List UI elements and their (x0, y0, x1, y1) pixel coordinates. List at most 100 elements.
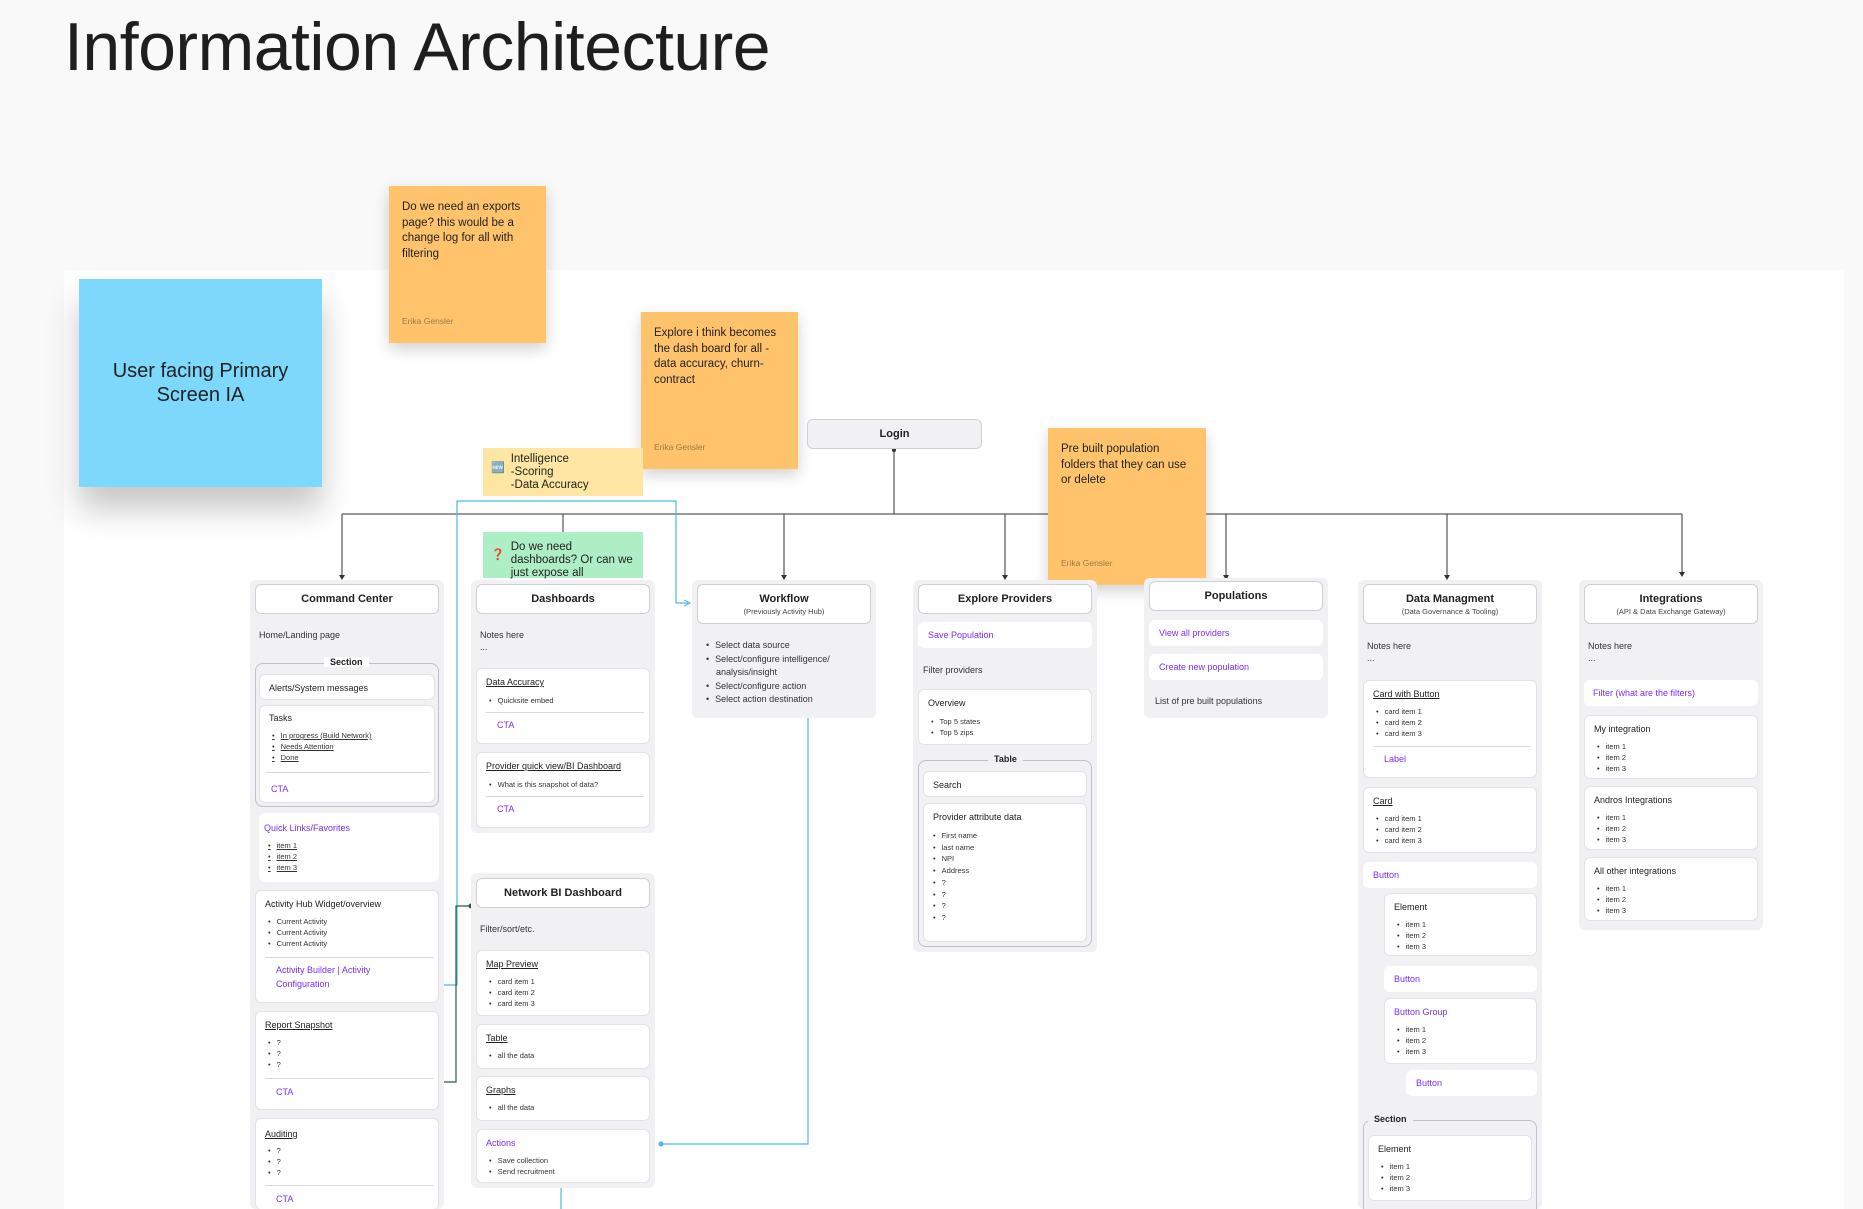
sticky-text: Do we need an exports page? this would b… (402, 201, 521, 260)
button-2-label[interactable]: Button (1394, 974, 1421, 984)
task-item[interactable]: Needs Attention (272, 741, 372, 752)
card-with-button-title: Card with Button (1373, 689, 1440, 699)
element-card[interactable]: Element item 1 item 2 item 3 (1384, 893, 1537, 956)
data-section-label: Section (1368, 1114, 1413, 1124)
andros-integrations-card[interactable]: Andros Integrations item 1 item 2 item 3 (1584, 786, 1758, 850)
auditing-card[interactable]: Auditing ? ? ? CTA (255, 1118, 439, 1209)
view-all-providers-card[interactable]: View all providers (1149, 620, 1323, 646)
tasks-cta[interactable]: CTA (271, 784, 289, 794)
graphs-card[interactable]: Graphs all the data (476, 1076, 650, 1121)
auditing-title: Auditing (265, 1129, 298, 1139)
card-with-button[interactable]: Card with Button card item 1 card item 2… (1363, 680, 1537, 778)
login-node[interactable]: Login (807, 419, 982, 449)
sticky-author: Erika Gensler (402, 315, 454, 326)
dashboards-header[interactable]: Dashboards (476, 584, 650, 614)
quick-link-item[interactable]: item 2 (268, 851, 297, 862)
button-1-label[interactable]: Button (1373, 870, 1400, 880)
activity-item: Current Activity (268, 916, 327, 927)
andros-list: item 1 item 2 item 3 (1597, 812, 1626, 845)
data-accuracy-cta[interactable]: CTA (497, 720, 515, 730)
filter-card[interactable]: Filter (what are the filters) (1584, 680, 1758, 706)
data-accuracy-item: Quicksite embed (489, 695, 554, 706)
filter-link[interactable]: Filter (what are the filters) (1593, 688, 1696, 698)
save-population-card[interactable]: Save Population (918, 622, 1092, 648)
integration-item: item 3 (1597, 763, 1626, 774)
button-3-label[interactable]: Button (1416, 1078, 1443, 1088)
sticky-text: Explore i think becomes the dash board f… (654, 327, 777, 386)
sticky-prebuilt[interactable]: Pre built population folders that they c… (1048, 428, 1206, 585)
activity-configuration-link[interactable]: Configuration (276, 979, 330, 989)
search-label: Search (933, 780, 962, 790)
column-title: Populations (1204, 590, 1268, 602)
provider-quick-view-card[interactable]: Provider quick view/BI Dashboard What is… (476, 752, 650, 828)
auditing-cta[interactable]: CTA (276, 1194, 294, 1204)
label-link[interactable]: Label (1384, 754, 1407, 764)
quick-link-item[interactable]: item 3 (268, 862, 297, 873)
card[interactable]: Card card item 1 card item 2 card item 3 (1363, 787, 1537, 853)
button-3[interactable]: Button (1406, 1070, 1537, 1096)
sticky-explore[interactable]: Explore i think becomes the dash board f… (641, 312, 798, 469)
data-accuracy-title: Data Accuracy (486, 677, 545, 687)
element-item: item 2 (1381, 1172, 1410, 1183)
explore-providers-header[interactable]: Explore Providers (918, 584, 1092, 614)
tasks-card[interactable]: Tasks In progress (Build Network) Needs … (259, 705, 435, 803)
sticky-author: Erika Gensler (654, 441, 706, 452)
provider-attributes-card[interactable]: Provider attribute data First name last … (923, 803, 1087, 942)
element-2-card[interactable]: Element item 1 item 2 item 3 (1368, 1135, 1532, 1201)
populations-header[interactable]: Populations (1149, 581, 1323, 611)
actions-card[interactable]: Actions Save collection Send recruitment (476, 1129, 650, 1183)
report-snapshot-card[interactable]: Report Snapshot ? ? ? CTA (255, 1011, 439, 1110)
overview-card[interactable]: Overview Top 5 states Top 5 zips (918, 689, 1092, 745)
element-item: item 1 (1397, 919, 1426, 930)
intelligence-note[interactable]: 🆕 Intelligence -Scoring -Data Accuracy (483, 448, 643, 496)
button-group-card[interactable]: Button Group item 1 item 2 item 3 (1384, 998, 1537, 1064)
quick-links-card[interactable]: Quick Links/Favorites item 1 item 2 item… (259, 813, 439, 882)
action-item: Send recruitment (489, 1166, 555, 1177)
graphs-title: Graphs (486, 1085, 516, 1095)
view-all-providers-link[interactable]: View all providers (1159, 628, 1230, 638)
card-list: card item 1 card item 2 card item 3 (1376, 813, 1422, 846)
column-title: Dashboards (531, 593, 595, 605)
table-title: Table (486, 1033, 508, 1043)
other-integrations-card[interactable]: All other integrations item 1 item 2 ite… (1584, 857, 1758, 921)
workflow-header[interactable]: Workflow (Previously Activity Hub) (697, 584, 871, 624)
sticky-text: Pre built population folders that they c… (1061, 443, 1187, 486)
alerts-card[interactable]: Alerts/System messages (259, 674, 435, 700)
save-population-link[interactable]: Save Population (928, 630, 994, 640)
card-with-button-list: card item 1 card item 2 card item 3 (1376, 706, 1422, 739)
map-item: card item 2 (489, 987, 535, 998)
task-item[interactable]: Done (272, 752, 372, 763)
create-population-link[interactable]: Create new population (1159, 662, 1250, 672)
column-title: Data Managment (1405, 592, 1495, 605)
create-population-card[interactable]: Create new population (1149, 654, 1323, 680)
dashboards-question-note[interactable]: ❓ Do we need dashboards? Or can we just … (483, 532, 643, 592)
table-card[interactable]: Table all the data (476, 1024, 650, 1069)
activity-builder-link[interactable]: Activity Builder | Activity (276, 965, 371, 975)
attribute-item: ? (933, 900, 977, 912)
search-field[interactable]: Search (923, 771, 1087, 797)
quick-links-list: item 1 item 2 item 3 (268, 840, 297, 873)
button-1[interactable]: Button (1363, 862, 1537, 888)
integrations-header[interactable]: Integrations (API & Data Exchange Gatewa… (1584, 584, 1758, 624)
provider-quick-item: What is this snapshot of data? (489, 779, 598, 790)
report-cta[interactable]: CTA (276, 1087, 294, 1097)
activity-hub-card[interactable]: Activity Hub Widget/overview Current Act… (255, 890, 439, 1003)
network-bi-header[interactable]: Network BI Dashboard (476, 878, 650, 908)
map-preview-card[interactable]: Map Preview card item 1 card item 2 card… (476, 950, 650, 1016)
button-group-title[interactable]: Button Group (1394, 1007, 1448, 1017)
provider-quick-cta[interactable]: CTA (497, 804, 515, 814)
command-center-header[interactable]: Command Center (255, 584, 439, 614)
data-accuracy-card[interactable]: Data Accuracy Quicksite embed CTA (476, 668, 650, 744)
data-management-header[interactable]: Data Managment (Data Governance & Toolin… (1363, 584, 1537, 624)
button-2[interactable]: Button (1384, 966, 1537, 992)
task-item[interactable]: In progress (Build Network) (272, 730, 372, 741)
quick-links-title[interactable]: Quick Links/Favorites (264, 823, 351, 833)
attribute-item: Address (933, 865, 977, 877)
integration-item: item 1 (1597, 812, 1626, 823)
quick-link-item[interactable]: item 1 (268, 840, 297, 851)
my-integration-card[interactable]: My integration item 1 item 2 item 3 (1584, 715, 1758, 779)
primary-screen-sticky[interactable]: User facing Primary Screen IA (79, 279, 322, 487)
actions-title[interactable]: Actions (486, 1138, 516, 1148)
sticky-exports[interactable]: Do we need an exports page? this would b… (389, 186, 546, 343)
